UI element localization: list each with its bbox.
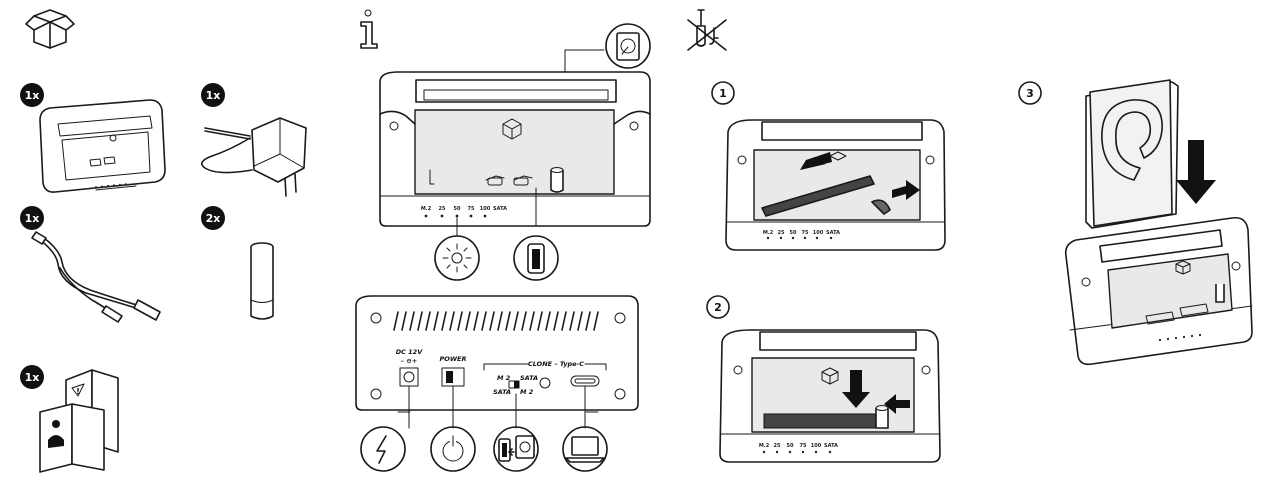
- quantity-badge-adapter: 1x: [201, 83, 225, 107]
- quantity-badge-dock: 1x: [20, 83, 44, 107]
- ventilation-grille: [393, 311, 599, 331]
- front-led-labels: M.2 25 50 75 100 SATA: [421, 206, 507, 218]
- power-adapter-illustration: [200, 117, 307, 197]
- step1-led-75: 75: [802, 230, 809, 236]
- clone-icon: [493, 426, 539, 472]
- step-1-illustration: M.2 25 50 75 100 SATA: [725, 119, 946, 251]
- step2-led-25: 25: [774, 443, 781, 449]
- led-label-100: 100: [480, 206, 491, 212]
- rubber-foot-illustration: [250, 242, 274, 320]
- led-label-75: 75: [468, 206, 475, 212]
- lightning-icon: [360, 426, 406, 472]
- step2-led-sata: SATA: [824, 443, 838, 449]
- step2-led-75: 75: [800, 443, 807, 449]
- quantity-badge-cable: 1x: [20, 206, 44, 230]
- step1-led-m2: M.2: [763, 230, 774, 236]
- step-3-badge: 3: [1018, 81, 1042, 105]
- step2-led-m2: M.2: [759, 443, 770, 449]
- quantity-dock-label: 1x: [25, 89, 40, 102]
- quantity-feet-label: 2x: [206, 212, 221, 225]
- step-2-number: 2: [714, 301, 722, 314]
- info-icon: [360, 9, 378, 49]
- step-2-illustration: M.2 25 50 75 100 SATA: [719, 329, 941, 463]
- quantity-cable-label: 1x: [25, 212, 40, 225]
- dc-input-label: DC 12V: [396, 348, 423, 356]
- quantity-badge-manual: 1x: [20, 365, 44, 389]
- power-label: POWER: [440, 355, 467, 363]
- step1-led-sata: SATA: [826, 230, 840, 236]
- clone-label: CLONE – Type-C: [528, 360, 584, 368]
- manual-illustration: !: [39, 369, 119, 473]
- led-label-50: 50: [454, 206, 461, 212]
- svg-text:!: !: [76, 387, 80, 396]
- quantity-badge-feet: 2x: [201, 206, 225, 230]
- step-2-badge: 2: [706, 295, 730, 319]
- polarity-label: – ⊖+: [401, 357, 417, 365]
- step-3-number: 3: [1026, 87, 1034, 100]
- step2-led-50: 50: [787, 443, 794, 449]
- step-1-badge: 1: [711, 81, 735, 105]
- docking-station-illustration: [39, 99, 166, 193]
- switch-label-left-bottom: SATA: [493, 388, 511, 396]
- hdd-icon: [564, 23, 651, 73]
- step1-led-100: 100: [813, 230, 824, 236]
- power-icon: [430, 426, 476, 472]
- usb-cable-illustration: [31, 231, 161, 323]
- led-label-m2: M.2: [421, 206, 432, 212]
- battery-icon: [513, 235, 559, 281]
- switch-label-left-top: M 2: [497, 374, 511, 382]
- quantity-manual-label: 1x: [25, 371, 40, 384]
- dock-rear-view: DC 12V – ⊖+ POWER CLONE – Type-C M 2 SAT…: [355, 295, 639, 429]
- step2-led-100: 100: [811, 443, 822, 449]
- dock-front-view: M.2 25 50 75 100 SATA: [379, 71, 651, 227]
- no-tools-icon: [687, 9, 727, 51]
- switch-label-right-bottom: M 2: [520, 388, 534, 396]
- package-icon: [25, 9, 75, 49]
- step1-led-25: 25: [778, 230, 785, 236]
- step1-led-50: 50: [790, 230, 797, 236]
- switch-label-right-top: SATA: [520, 374, 538, 382]
- step-3-illustration: [1064, 79, 1253, 366]
- quantity-adapter-label: 1x: [206, 89, 221, 102]
- led-label-25: 25: [439, 206, 446, 212]
- laptop-icon: [562, 426, 608, 472]
- led-light-icon: [434, 217, 480, 281]
- led-label-sata: SATA: [493, 206, 507, 212]
- step-1-number: 1: [719, 87, 727, 100]
